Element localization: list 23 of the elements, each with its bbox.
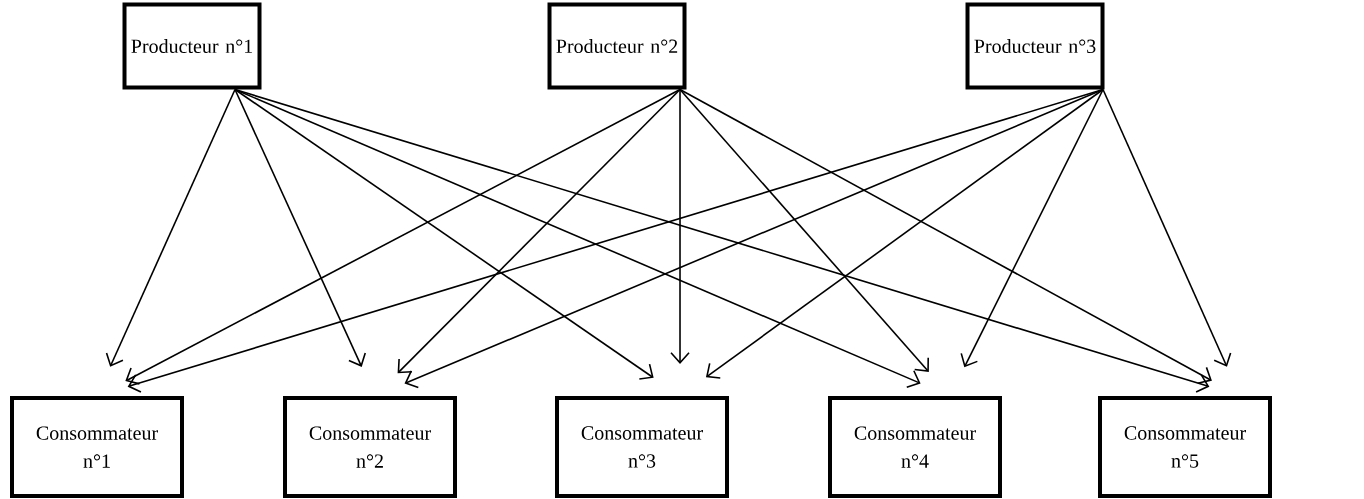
arrow — [234, 88, 654, 380]
arrow — [705, 88, 1104, 379]
consumer-box: Consommateur n°1 — [10, 396, 184, 498]
arrow — [1102, 88, 1232, 367]
arrow — [670, 88, 690, 364]
producer-box: Producteur n°3 — [965, 2, 1105, 90]
arrow — [679, 88, 929, 372]
consumer-box: Consommateur n°2 — [283, 396, 457, 498]
arrow — [960, 88, 1104, 368]
arrow — [397, 88, 681, 374]
arrow — [234, 88, 367, 367]
consumer-box: Consommateur n°3 — [555, 396, 729, 498]
arrow — [234, 88, 1210, 393]
arrow — [679, 88, 1212, 384]
producer-box: Producteur n°2 — [547, 2, 687, 90]
producer-box: Producteur n°1 — [122, 2, 262, 90]
consumer-box: Consommateur n°5 — [1098, 396, 1272, 498]
consumer-box: Consommateur n°4 — [828, 396, 1002, 498]
arrow — [234, 88, 921, 389]
arrow — [105, 88, 236, 367]
arrow — [125, 88, 681, 385]
arrow — [127, 88, 1104, 393]
arrow — [404, 88, 1104, 389]
